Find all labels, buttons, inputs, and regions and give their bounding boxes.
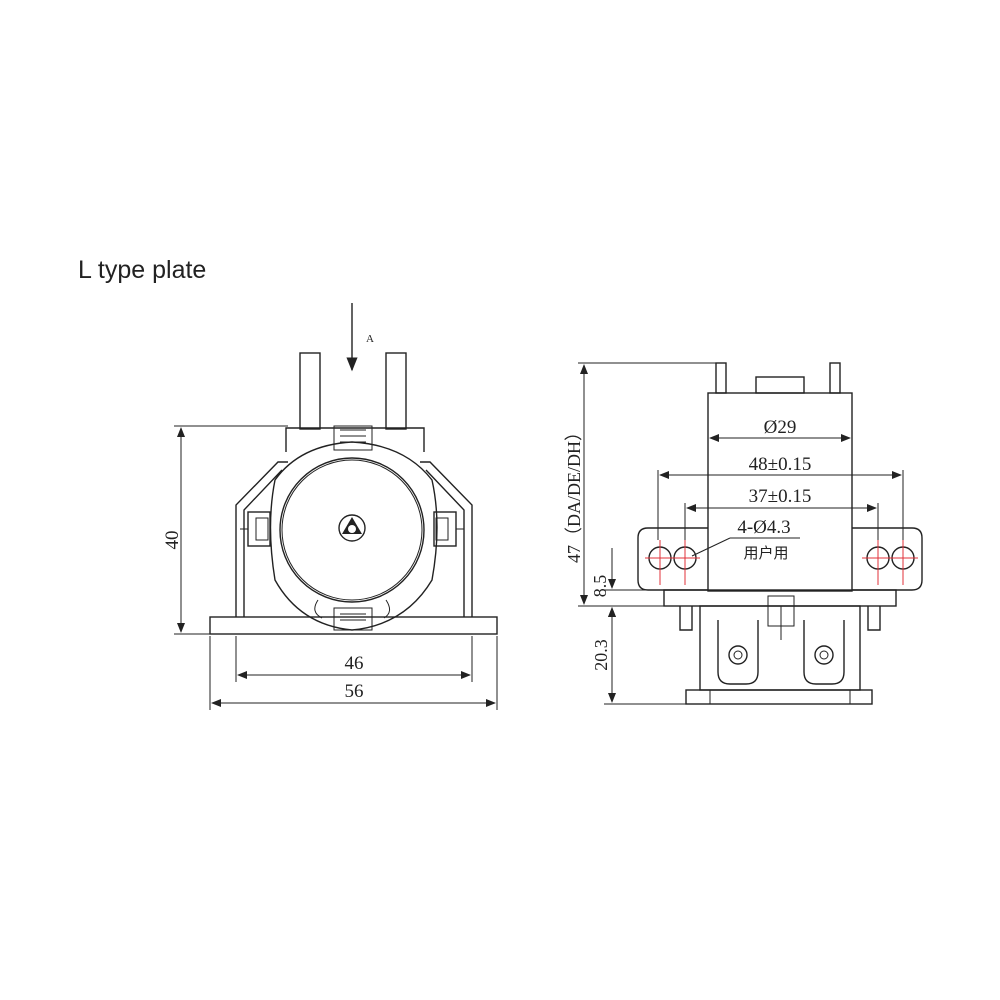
side-view: 47（DA/DE/DH） 8.5 20.3 Ø29 48±0.15	[564, 362, 923, 705]
hole-span-inner-label: 37±0.15	[749, 486, 812, 507]
bottom-clip	[333, 607, 373, 631]
dimension-hole-span-inner: 37±0.15	[684, 486, 879, 540]
dimension-inner-width: 46	[235, 636, 473, 682]
motor-body	[707, 392, 853, 592]
dimension-height: 40	[162, 425, 288, 635]
outer-width-label: 56	[345, 681, 364, 702]
side-clip-right	[433, 511, 464, 547]
side-plate	[663, 589, 897, 607]
inner-width-label: 46	[345, 653, 364, 674]
pump-housing	[269, 441, 438, 631]
mounting-ear-left	[637, 527, 708, 591]
l-bracket	[235, 461, 473, 617]
dimension-total-height: 47（DA/DE/DH）	[564, 362, 716, 607]
hole-span-outer-label: 48±0.15	[749, 454, 812, 475]
dimension-plate-height: 8.5	[590, 548, 664, 640]
base-plate	[209, 616, 498, 635]
view-arrow-a: A	[346, 303, 374, 372]
dimension-outer-width: 56	[209, 636, 498, 710]
hole-callout: 4-Ø4.3 用户用	[691, 517, 800, 562]
diameter-label: Ø29	[764, 417, 797, 438]
mounting-ear-right	[852, 527, 923, 591]
dimension-diameter: Ø29	[709, 417, 851, 442]
front-view: A	[162, 303, 498, 710]
arrow-label: A	[366, 333, 374, 345]
pump-head	[679, 595, 881, 705]
height-label: 40	[162, 531, 183, 550]
lower-height-label: 20.3	[591, 639, 611, 671]
side-clip-left	[240, 511, 271, 547]
total-height-label: 47（DA/DE/DH）	[564, 423, 584, 563]
inlet-pipes	[299, 352, 407, 430]
dimension-lower-height: 20.3	[591, 607, 686, 705]
plate-height-label: 8.5	[590, 575, 610, 598]
hole-note-label: 用户用	[743, 545, 788, 562]
rotor-disc	[279, 457, 425, 603]
top-clip	[333, 425, 373, 451]
top-housing	[285, 427, 425, 452]
page-title: L type plate	[78, 256, 207, 284]
hole-spec-label: 4-Ø4.3	[737, 517, 790, 538]
terminal-pins	[715, 362, 841, 394]
center-hub	[338, 514, 366, 542]
dimension-hole-span-outer: 48±0.15	[657, 454, 904, 540]
